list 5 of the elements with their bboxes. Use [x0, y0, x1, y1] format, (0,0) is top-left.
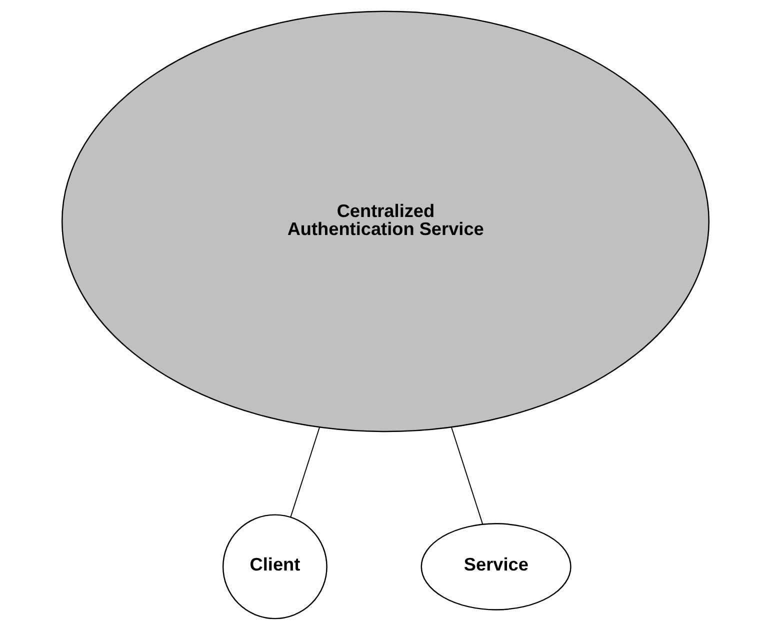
node-ellipse: Centralized Authentication Service: [62, 10, 710, 432]
node-ellipse: Service: [420, 523, 572, 610]
connector: [450, 426, 484, 525]
node-circle: Client: [222, 514, 328, 620]
connector: [290, 426, 320, 518]
